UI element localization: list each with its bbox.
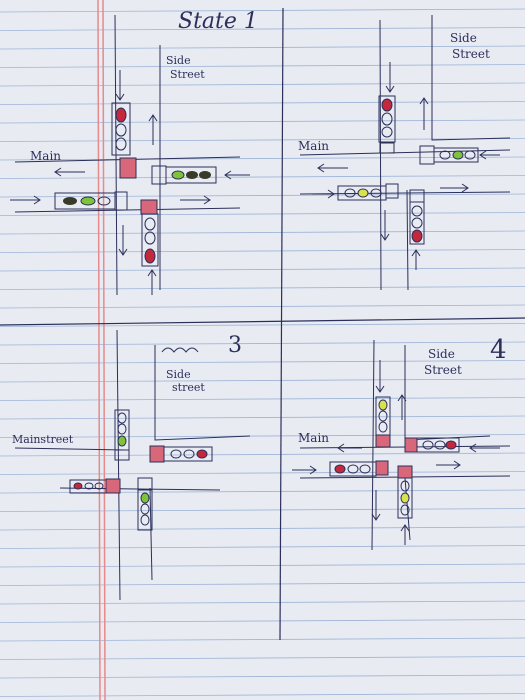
- traffic-light: [137, 477, 153, 531]
- rule-line: [0, 582, 525, 586]
- quadrant-number: 4: [490, 335, 507, 365]
- traffic-light: [149, 445, 213, 463]
- yellow-lamp: [378, 399, 388, 411]
- rule-line: [0, 156, 525, 161]
- rule-line: [0, 138, 525, 142]
- yellow-lamp: [400, 492, 410, 504]
- rule-line: [0, 267, 525, 272]
- side-street-label: Side: [166, 368, 191, 381]
- rule-line: [0, 397, 525, 401]
- rule-line: [0, 8, 525, 13]
- rule-line: [0, 619, 525, 623]
- rule-line: [0, 415, 525, 420]
- rule-line: [0, 378, 525, 383]
- rule-line: [0, 674, 525, 679]
- traffic-light: [404, 437, 460, 453]
- traffic-light: [111, 102, 131, 156]
- rule-line: [0, 471, 525, 475]
- red-lamp: [144, 248, 156, 264]
- arrows: [292, 360, 500, 545]
- green-lamp: [80, 196, 96, 206]
- traffic-light: [375, 396, 391, 448]
- intersection-2: [299, 15, 511, 291]
- red-lamp: [73, 482, 83, 490]
- red-lamp: [334, 464, 346, 474]
- rule-line: [0, 286, 525, 290]
- arrows: [10, 70, 250, 295]
- rule-line: [0, 304, 525, 309]
- main-label: Main: [298, 431, 329, 445]
- traffic-light: [378, 95, 396, 154]
- quadrant-number: 3: [228, 333, 242, 358]
- margin-line: [97, 0, 101, 700]
- traffic-light: [114, 409, 130, 461]
- side-street-label: street: [172, 381, 205, 394]
- scribble: [161, 347, 199, 353]
- green-lamp: [117, 435, 127, 447]
- signal-box: [119, 157, 137, 179]
- rule-line: [0, 360, 525, 364]
- page-title: State 1: [178, 9, 258, 34]
- side-street-label: Street: [424, 363, 462, 377]
- rule-line: [0, 45, 525, 50]
- rule-line: [0, 434, 525, 438]
- rule-line: [0, 600, 525, 605]
- main-label: Main: [30, 149, 61, 163]
- ruled-lines: [0, 8, 525, 697]
- rule-line: [0, 101, 525, 105]
- rule-line: [0, 323, 525, 327]
- traffic-light: [151, 165, 217, 185]
- traffic-light: [419, 145, 479, 165]
- margin-line: [102, 0, 106, 700]
- side-street-label: Street: [452, 47, 490, 61]
- side-street-label: Side: [428, 347, 455, 361]
- rule-line: [0, 563, 525, 568]
- green-lamp: [140, 492, 150, 504]
- rule-line: [0, 249, 525, 253]
- intersection-3: [14, 329, 251, 601]
- traffic-light: [337, 183, 399, 201]
- rule-line: [0, 341, 525, 346]
- green-lamp: [171, 170, 185, 180]
- rule-line: [0, 526, 525, 531]
- traffic-light: [397, 465, 413, 519]
- rule-line: [0, 230, 525, 235]
- traffic-light: [140, 199, 159, 267]
- traffic-light: [54, 191, 128, 211]
- traffic-light: [329, 460, 389, 477]
- horizontal-divider: [0, 317, 525, 326]
- rule-line: [0, 452, 525, 457]
- rule-line: [0, 508, 525, 512]
- vertical-divider: [279, 7, 284, 641]
- main-label: Main: [298, 139, 329, 153]
- rule-line: [0, 545, 525, 549]
- red-lamp: [115, 107, 127, 123]
- rule-line: [0, 119, 525, 124]
- main-label: Mainstreet: [12, 433, 74, 446]
- rule-line: [0, 693, 525, 697]
- green-lamp: [452, 150, 464, 160]
- rule-line: [0, 212, 525, 216]
- red-lamp: [445, 440, 457, 450]
- traffic-light: [69, 478, 121, 494]
- rule-line: [0, 637, 525, 642]
- rule-line: [0, 82, 525, 87]
- traffic-light: [409, 189, 425, 245]
- red-lamp: [196, 449, 208, 459]
- rule-line: [0, 656, 525, 660]
- side-street-label: Street: [170, 68, 205, 81]
- red-lamp: [411, 229, 423, 243]
- side-street-label: Side: [166, 54, 191, 67]
- rule-line: [0, 27, 525, 31]
- rule-line: [0, 193, 525, 198]
- red-lamp: [381, 98, 393, 112]
- side-street-label: Side: [450, 31, 477, 45]
- rule-line: [0, 64, 525, 68]
- rule-line: [0, 175, 525, 179]
- arrows: [312, 62, 500, 270]
- yellow-lamp: [357, 188, 369, 198]
